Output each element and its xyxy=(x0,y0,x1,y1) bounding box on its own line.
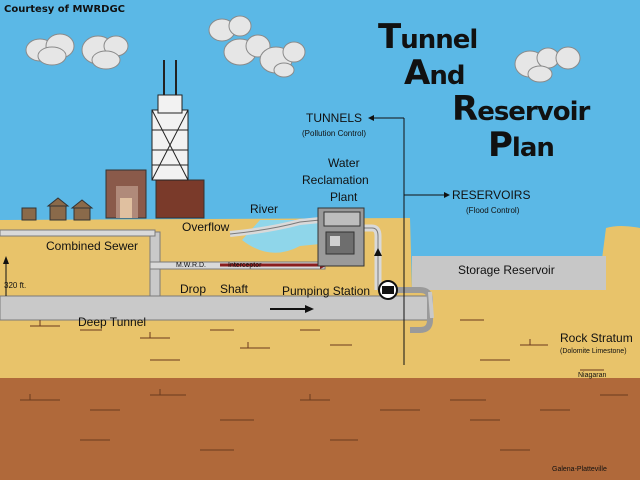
tunnels-label: TUNNELS xyxy=(306,111,363,125)
city-buildings xyxy=(105,169,205,219)
skyscraper-icon xyxy=(151,60,189,181)
title-line-3: Reservoir xyxy=(452,89,590,129)
galena-platteville-label: Galena-Platteville xyxy=(552,466,607,473)
pumping-station-icon xyxy=(378,280,398,300)
title-line-1: Tunnel xyxy=(378,17,478,57)
reservoirs-label: RESERVOIRS xyxy=(452,188,531,202)
storage-reservoir-label: Storage Reservoir xyxy=(458,263,555,277)
combined-sewer-label: Combined Sewer xyxy=(46,239,139,253)
reservoir-bank xyxy=(598,226,640,290)
rock-stratum-sub-label: (Dolomite Limestone) xyxy=(560,348,627,355)
water-reclamation-plant-icon xyxy=(317,207,365,267)
cloud-icon xyxy=(25,33,129,70)
drop-label: Drop xyxy=(180,282,207,296)
tunnels-sub-label: (Pollution Control) xyxy=(302,129,367,138)
storage-reservoir xyxy=(412,256,606,290)
lower-rock-stratum xyxy=(0,378,640,480)
brick-pattern xyxy=(20,319,628,451)
shaft-label: Shaft xyxy=(220,282,249,296)
plant-label: Plant xyxy=(330,190,358,204)
depth-label: 320 ft. xyxy=(4,281,27,290)
rock-stratum-label: Rock Stratum xyxy=(560,331,633,345)
niagaran-label: Niagaran xyxy=(578,372,607,379)
overflow-label: Overflow xyxy=(182,220,230,234)
river-label: River xyxy=(250,202,279,216)
cloud-icon xyxy=(514,46,581,83)
cloud-icons xyxy=(25,15,581,83)
title-line-4: Plan xyxy=(488,125,555,165)
pumping-station-label: Pumping Station xyxy=(282,284,371,298)
mwrd-label: M.W.R.D. xyxy=(176,262,206,269)
up-arrow-icon xyxy=(374,248,382,256)
combined-sewer-pipe xyxy=(0,229,156,237)
deep-tunnel-label: Deep Tunnel xyxy=(78,315,147,329)
deep-tunnel-pipe xyxy=(0,295,431,321)
water-label: Water xyxy=(328,156,360,170)
courtesy-text: Courtesy of MWRDGC xyxy=(4,4,126,15)
cloud-icon xyxy=(208,15,306,78)
title-line-2: And xyxy=(404,53,465,93)
interceptor-label: Interceptor xyxy=(228,262,262,269)
depth-arrow-icon xyxy=(3,256,9,296)
reclamation-label: Reclamation xyxy=(302,173,369,187)
reservoirs-sub-label: (Flood Control) xyxy=(466,206,520,215)
house-icons xyxy=(21,197,94,221)
